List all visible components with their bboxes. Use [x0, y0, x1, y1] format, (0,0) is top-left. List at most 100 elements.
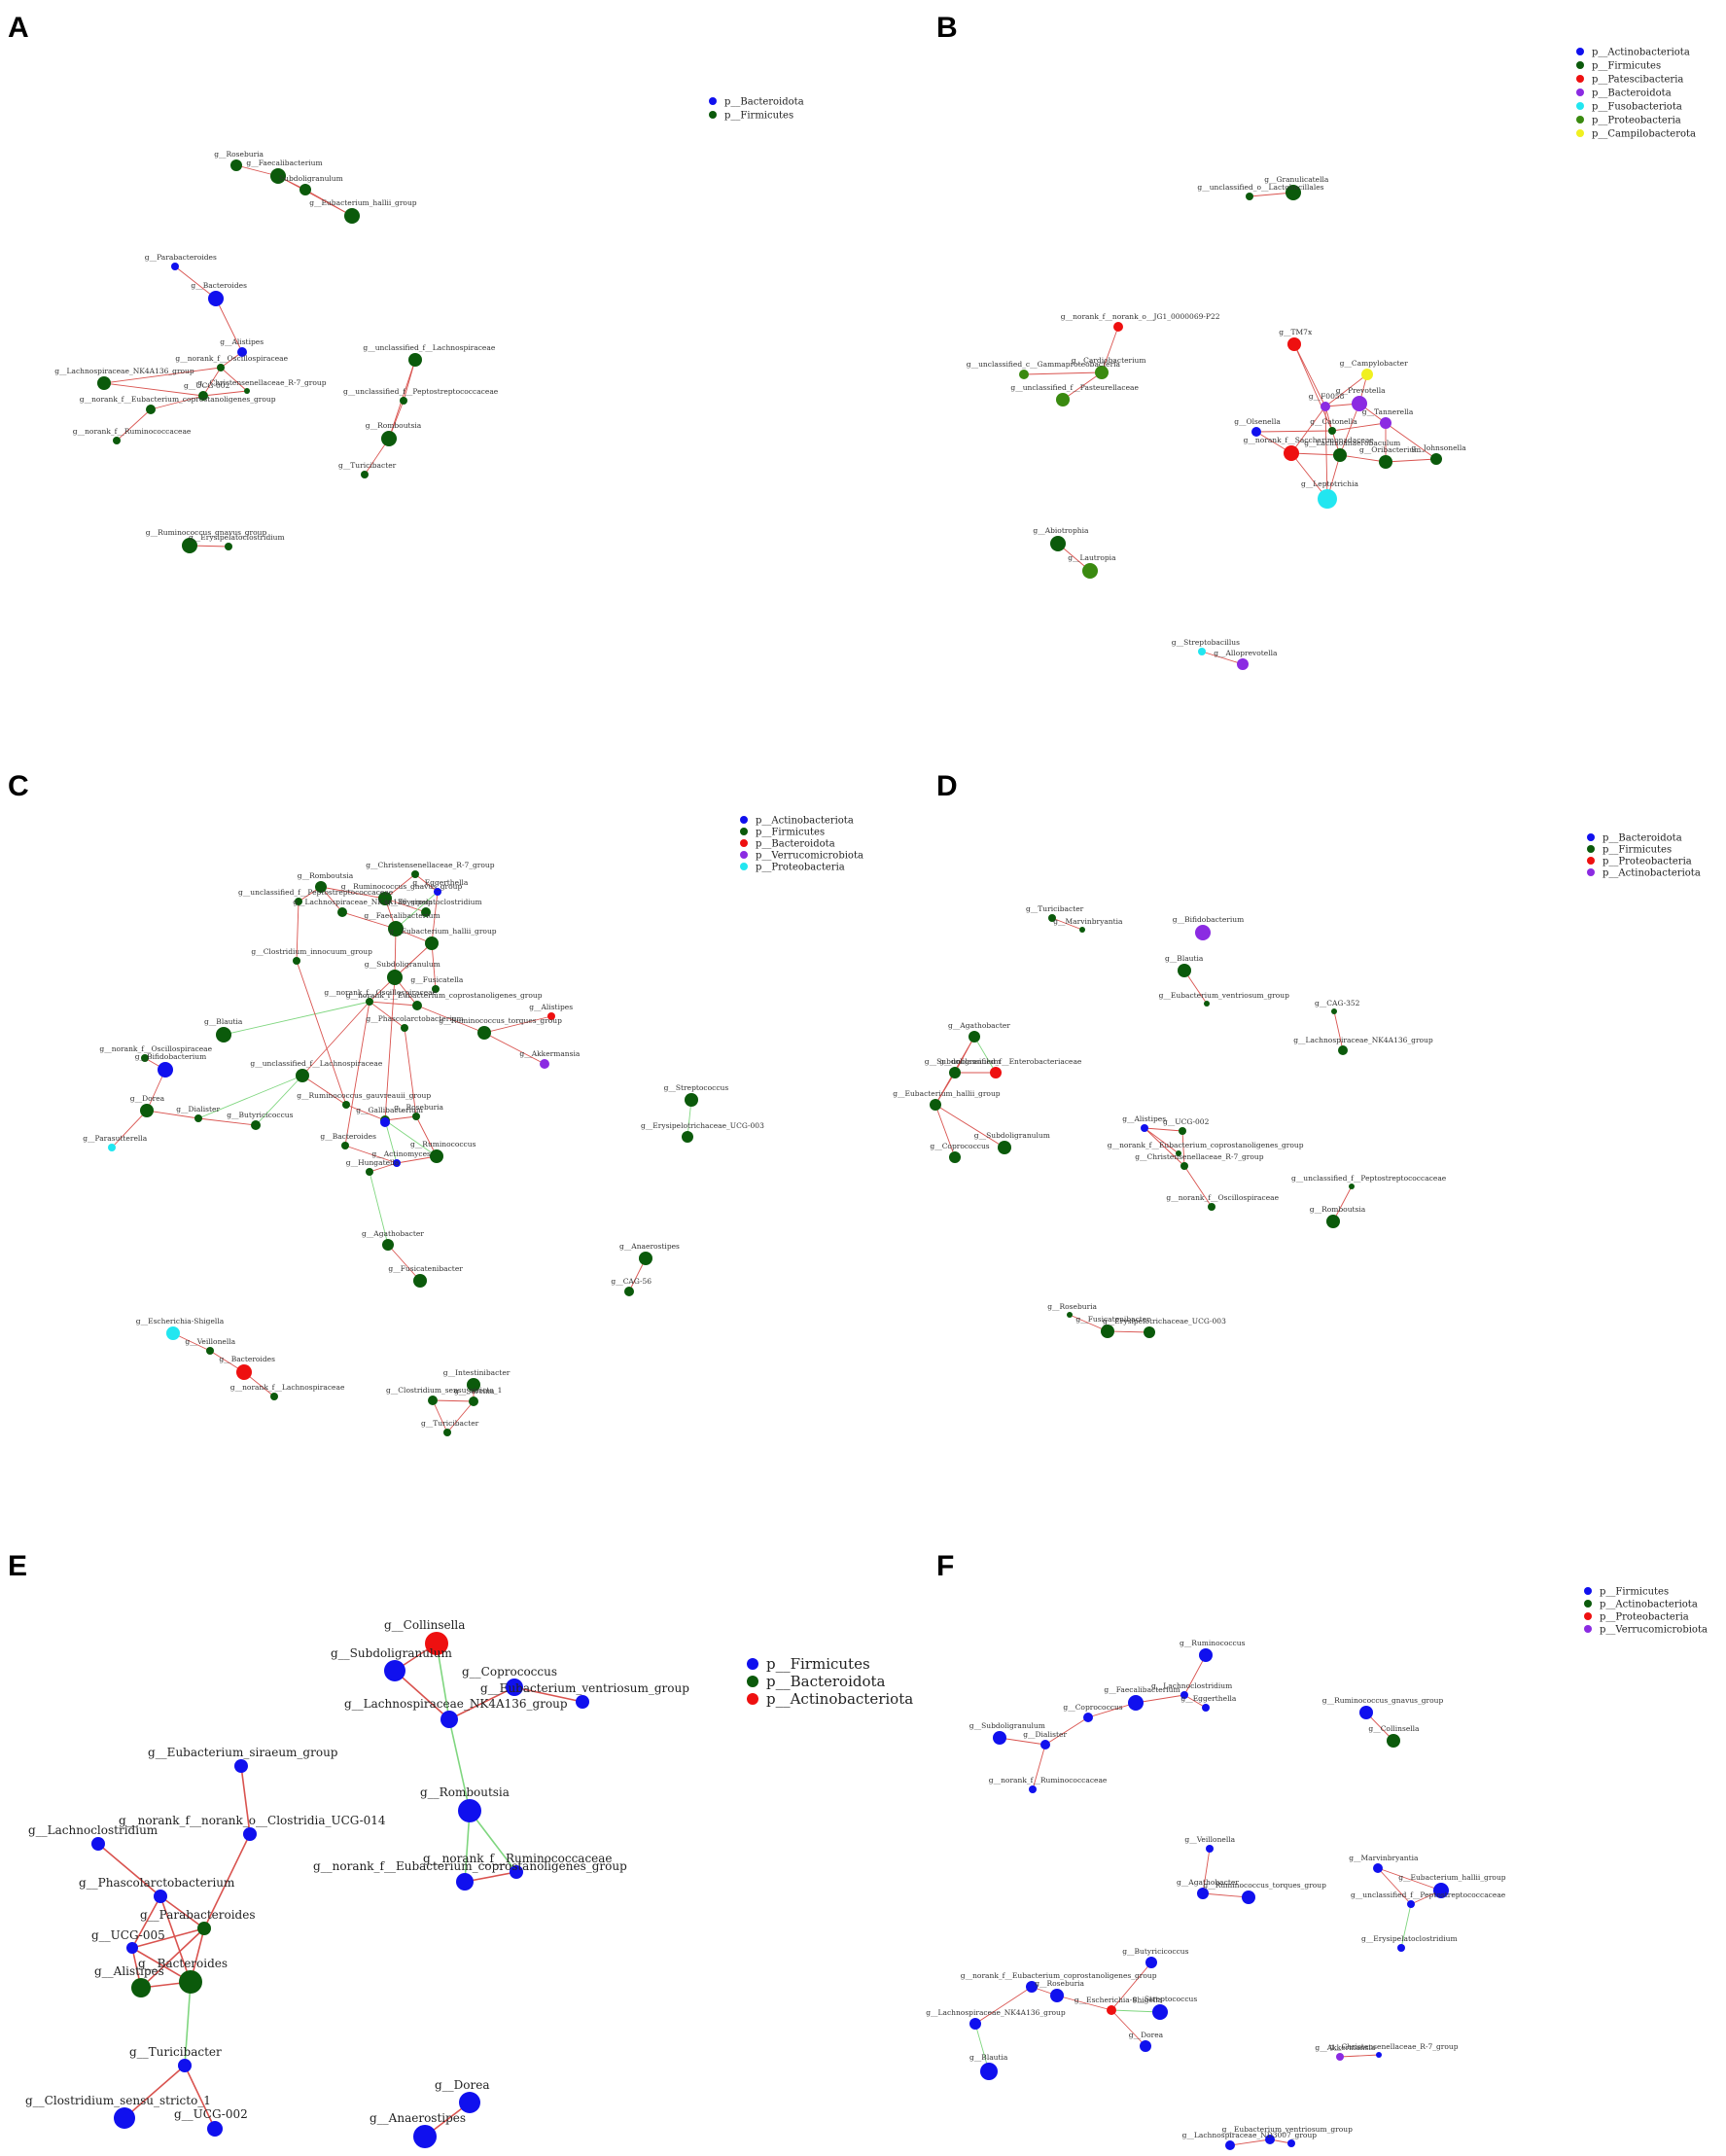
node-label-C-c_parasut: g__Parasutterella — [83, 1134, 148, 1143]
legend-marker-B-5 — [1576, 116, 1584, 124]
node-label-F-f_rumino: g__Ruminococcus — [1180, 1639, 1246, 1647]
edge-E-e_parab-e_ucg005 — [131, 1927, 205, 1949]
node-D-d_lachnk — [1338, 1045, 1348, 1055]
edge-A-lach_nk-ucg002 — [103, 382, 204, 397]
node-label-B-campy: g__Campylobacter — [1340, 359, 1409, 368]
edge-B-strepbac-allopre — [1201, 651, 1244, 665]
node-label-C-c_intest: g__Intestinibacter — [443, 1368, 511, 1377]
edge-A-oscil-christ — [220, 367, 248, 392]
node-E-e_ucg005 — [126, 1942, 138, 1954]
legend-label-C-4: p__Proteobacteria — [756, 863, 845, 873]
edge-C-c_phasco-c_rosebur — [404, 1027, 417, 1117]
legend-marker-D-0 — [1587, 833, 1595, 841]
node-label-C-c_alist: g__Alistipes — [529, 1003, 573, 1011]
node-label-F-f_eubvent: g__Eubacterium_ventriosum_group — [1222, 2125, 1353, 2134]
edge-A-ucg002-christ — [202, 390, 248, 397]
edge-C-c_clostss-c_turici — [432, 1399, 448, 1433]
edge-D-d_turici-d_marvin — [1051, 917, 1083, 931]
edge-A-ucg002-eubcop — [150, 395, 204, 410]
node-label-C-c_fusicat: g__Fusicatenibacter — [388, 1264, 463, 1273]
edge-C-c_dorea-c_parasut — [111, 1110, 148, 1149]
node-label-C-c_rgnav: g__Ruminococcus_gnavus_group — [341, 882, 463, 891]
node-label-E-e_nkrum: g__norank_f__Ruminococcaceae — [423, 1852, 613, 1865]
edge-F-f_faecal-f_copro — [1087, 1702, 1137, 1718]
legend-marker-C-0 — [740, 816, 748, 824]
node-A-subdo — [299, 184, 311, 195]
node-D-d_blautia — [1178, 964, 1191, 977]
node-label-A-turici: g__Turicibacter — [338, 461, 397, 470]
edge-E-e_phasco-e_parab — [159, 1895, 205, 1929]
node-B-lepto — [1318, 489, 1337, 509]
node-label-F-f_strep: g__Streptococcus — [1133, 1995, 1198, 2003]
edge-C-c_unclach-c_butyr — [255, 1075, 303, 1126]
legend-label-C-3: p__Verrucomicrobiota — [756, 851, 863, 862]
node-C-c_alist — [547, 1012, 555, 1020]
edge-F-f_uncpep-f_erysip — [1400, 1903, 1412, 1949]
edge-B-prevo-lachnoanaer — [1339, 403, 1360, 456]
legend-label-E-1: p__Bacteroidota — [766, 1673, 886, 1690]
node-E-e_copro — [506, 1679, 523, 1696]
edge-B-tanner-johnson — [1385, 422, 1437, 460]
node-B-lautro — [1082, 563, 1098, 579]
legend-label-B-6: p__Campilobacterota — [1592, 129, 1696, 140]
node-F-f_eggert — [1202, 1704, 1210, 1712]
edge-F-f_marvin-f_uncpep — [1377, 1867, 1412, 1905]
edge-C-c_oscil-c_unclach — [301, 1001, 370, 1077]
node-label-D-d_fusicat: g__Fusicatenibacter — [1075, 1315, 1150, 1324]
node-label-C-c_sarcina: g__Sarcina — [454, 1387, 495, 1396]
legend-marker-F-3 — [1584, 1625, 1592, 1633]
node-label-C-c_bactz: g__Bacteroides — [320, 1132, 376, 1141]
node-A-lach_nk — [97, 376, 111, 390]
node-A-eubhallii — [344, 208, 360, 224]
node-A-ucg002 — [198, 391, 208, 401]
legend-label-E-2: p__Actinobacteriota — [766, 1690, 913, 1708]
edge-C-c_rumgauv-c_gallib — [345, 1104, 386, 1121]
edge-C-c_gallib-c_actino — [384, 1119, 398, 1164]
node-label-A-rumino_nk: g__norank_f__Ruminococcaceae — [73, 427, 192, 436]
edge-C-c_eggert-c_faecali — [395, 891, 439, 930]
legend-label-E-0: p__Firmicutes — [766, 1655, 870, 1673]
edge-C-c_rgnav-c_erysip — [384, 898, 427, 913]
node-label-C-c_bifido: g__Bifidobacterium — [135, 1052, 206, 1061]
node-label-F-f_nkrum: g__norank_f__Ruminococcaceae — [989, 1776, 1108, 1785]
node-C-c_unclach — [296, 1069, 309, 1082]
node-label-A-eubhallii: g__Eubacterium_hallii_group — [309, 198, 417, 207]
node-label-C-c_veill: g__Veillonella — [185, 1337, 235, 1346]
edge-B-jg1-cardio — [1101, 326, 1119, 373]
node-C-c_butyr — [251, 1120, 261, 1130]
node-label-C-c_rumgauv: g__Ruminococcus_gauvreauii_group — [297, 1091, 431, 1100]
edge-C-c_eubcop-c_rtorq — [416, 1005, 485, 1034]
node-D-d_subdo0 — [949, 1067, 961, 1078]
node-label-C-c_actino: g__Actinomyces — [371, 1149, 431, 1158]
node-label-C-c_blautia: g__Blautia — [204, 1017, 243, 1026]
edge-C-c_rosebur-c_rumcoc — [415, 1115, 438, 1157]
edge-F-f_butyr-f_escher — [1110, 1962, 1152, 2011]
edge-C-c_lachnk-c_faecali — [341, 911, 397, 930]
node-label-B-f0058: g__F0058 — [1309, 392, 1345, 401]
edge-D-d_eubh-d_copro — [934, 1104, 956, 1158]
panel-letter-A: A — [8, 12, 29, 44]
edge-D-d_fusicat-d_erys003 — [1107, 1330, 1150, 1333]
node-C-c_strep — [685, 1093, 698, 1107]
edge-C-c_blautia-c_oscil — [223, 1001, 370, 1036]
edge-C-c_rtorq-c_alist — [483, 1015, 552, 1034]
node-label-C-c_christ: g__Christensenellaceae_R-7_group — [366, 861, 495, 869]
edge-C-c_gallib-c_rumcoc — [384, 1119, 438, 1157]
legend-label-F-0: p__Firmicutes — [1600, 1587, 1669, 1598]
node-label-E-e_clost014: g__norank_f__norank_o__Clostridia_UCG-01… — [119, 1814, 386, 1827]
node-B-abiot — [1050, 536, 1066, 551]
node-E-e_phasco — [154, 1890, 167, 1903]
edge-F-f_lachcl-f_eggert — [1183, 1694, 1207, 1709]
edge-C-c_ucpepto-c_clostinn — [296, 901, 299, 962]
edge-E-e_romb-e_eubcop — [464, 1810, 471, 1883]
nodes-layer — [91, 159, 1449, 2150]
node-label-D-d_eubh: g__Eubacterium_hallii_group — [893, 1089, 1001, 1098]
node-label-F-f_lachcl: g__Lachnoclostridium — [1151, 1681, 1232, 1690]
edge-E-e_romb-e_nkrum — [469, 1810, 517, 1873]
node-label-C-c_bactr: g__Bacteroides — [219, 1355, 275, 1363]
node-E-e_bact — [179, 1970, 202, 1994]
edge-C-c_eggert-c_eubh — [431, 891, 439, 944]
edge-D-d_alist-d_ucg002 — [1144, 1127, 1183, 1132]
node-E-e_anaero — [413, 2125, 437, 2148]
edge-B-lachnoanaer-oribac — [1339, 454, 1387, 463]
